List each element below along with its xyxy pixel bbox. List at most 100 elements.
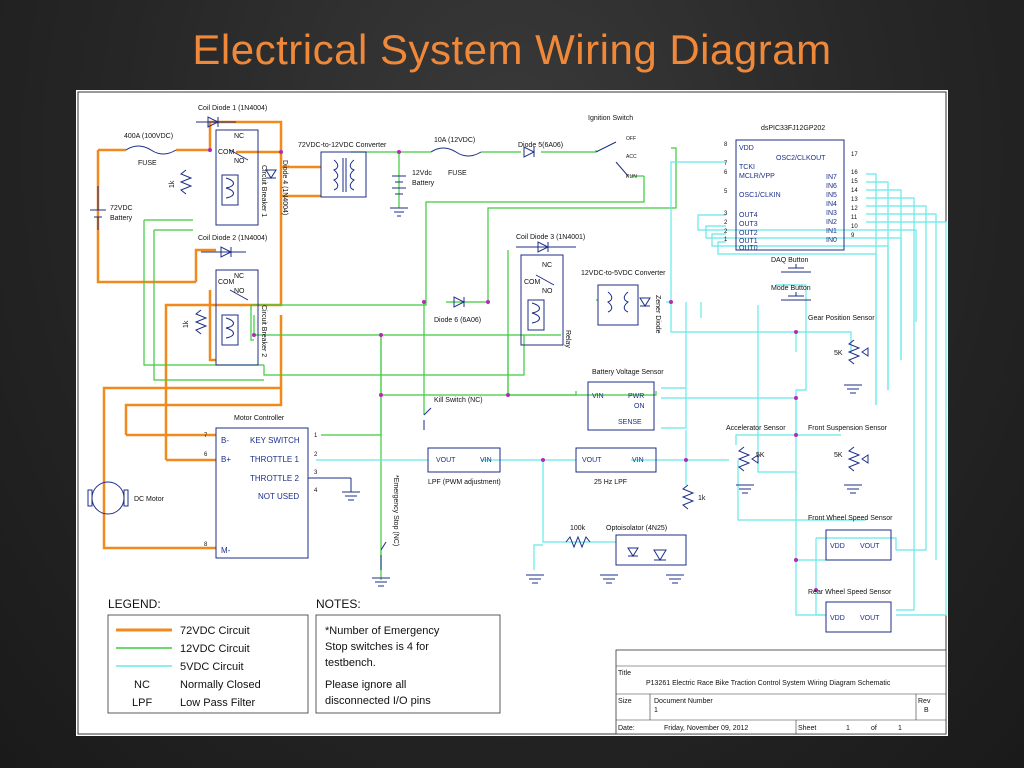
mc-pin-num-mminus: 8	[204, 542, 208, 548]
mode-button-label: Mode Button	[771, 285, 811, 292]
mc-pin-num-throttle1: 2	[314, 452, 318, 458]
fuse-10a-word: FUSE	[448, 170, 467, 177]
relay2-nc: NC	[234, 273, 244, 280]
fuse-400a-label: 400A (100VDC)	[124, 133, 173, 140]
mcu-pin-labels: VDD TCKI MCLR/VPP OSC1/CLKIN OUT4 OUT3 O…	[739, 145, 837, 252]
accelerator-sensor-label: Accelerator Sensor	[726, 425, 786, 432]
optoisolator-label: Optoisolator (4N25)	[606, 525, 667, 532]
tb-date-label: Date:	[618, 725, 635, 732]
mcu-pin-out0: OUT0	[739, 245, 758, 252]
mcu-pin-in0: IN0	[826, 237, 837, 244]
mcu-pin-num-out4: 3	[724, 211, 728, 217]
relay1-nc: NC	[234, 133, 244, 140]
schematic-sheet: Coil Diode 1 (1N4004) Coil Diode 2 (1N40…	[76, 90, 948, 736]
mc-pin-throttle1: THROTTLE 1	[250, 455, 299, 464]
relay2-1k-label: 1k	[183, 320, 190, 328]
tb-size-label: Size	[618, 698, 632, 705]
battery-72v-label: 72VDC	[110, 205, 133, 212]
legend: LEGEND: NC LPF 72VDC Circuit 12VDC Circu…	[107, 597, 309, 714]
mcu-pin-in5: IN5	[826, 192, 837, 199]
mcu-pin-numbers: 8 7 6 5 3 2 2 1 17 16 15 14 13 12 11 10 …	[724, 142, 858, 243]
notes-line-1: *Number of Emergency	[325, 625, 440, 637]
diode-4-label: Diode 4 (1N4004)	[281, 160, 288, 215]
mc-pin-num-throttle2: 3	[314, 470, 318, 476]
mc-pin-throttle2: THROTTLE 2	[250, 474, 299, 483]
rear-wheel-vout: VOUT	[860, 615, 880, 622]
diode-6-label: Diode 6 (6A06)	[434, 317, 481, 324]
rear-wheel-vdd: VDD	[830, 615, 845, 622]
mcu-pin-num-mclr: 6	[724, 170, 728, 176]
coil-diode-2-label: Coil Diode 2 (1N4004)	[198, 235, 267, 242]
bvs-pin-on: ON	[634, 403, 645, 410]
mc-pin-num-bplus: 6	[204, 452, 208, 458]
battery-sensor-pins: VIN PWR ON SENSE VOUT VIN VOUT VIN VDD V…	[436, 393, 880, 622]
coil-diode-3-label: Coil Diode 3 (1N4001)	[516, 234, 585, 241]
mc-pin-num-bminus: 7	[204, 433, 208, 439]
tb-date: Friday, November 09, 2012	[664, 725, 748, 732]
mcu-pin-num-in1: 10	[851, 224, 858, 230]
bvs-pin-sense: SENSE	[618, 419, 642, 426]
mcu-pin-num-tcki: 7	[724, 161, 728, 167]
lpf-pwm-vout: VOUT	[436, 457, 456, 464]
mcu-pin-vdd: VDD	[739, 145, 754, 152]
notes: NOTES: *Number of Emergency Stop switche…	[315, 597, 501, 714]
mc-pin-bminus: B-	[221, 436, 229, 445]
ignition-off: OFF	[626, 136, 636, 142]
mcu-pin-num-osc2: 17	[851, 152, 858, 158]
battery-12v-label: 12Vdc	[412, 170, 432, 177]
mc-pin-bplus: B+	[221, 455, 231, 464]
mc-pin-notused: NOT USED	[258, 492, 299, 501]
tb-docnum-label: Document Number	[654, 698, 713, 705]
legend-text-5v: 5VDC Circuit	[180, 661, 244, 673]
tb-of-label: of	[871, 725, 877, 732]
mcu-pin-num-osc1: 5	[724, 189, 728, 195]
mcu-label: dsPIC33FJ12GP202	[761, 125, 825, 132]
tb-rev-label: Rev	[918, 698, 931, 705]
legend-text-12v: 12VDC Circuit	[180, 643, 250, 655]
diode-5-label: Diode 5(6A06)	[518, 142, 563, 149]
relay3-no: NO	[542, 288, 553, 295]
coil-diode-1-label: Coil Diode 1 (1N4004)	[198, 105, 267, 112]
slide-title: Electrical System Wiring Diagram	[192, 26, 832, 73]
lpf-25-vout: VOUT	[582, 457, 602, 464]
relay3-com: COM	[524, 279, 541, 286]
mcu-pin-out1: OUT1	[739, 238, 758, 245]
mcu-pin-in7: IN7	[826, 174, 837, 181]
legend-sym-nc: NC	[134, 679, 150, 691]
wires-72v	[96, 120, 321, 550]
r-100k-label: 100k	[570, 525, 586, 532]
mcu-pin-num-in2: 11	[851, 215, 858, 221]
mcu-pin-num-in3: 12	[851, 206, 858, 212]
relay3-nc: NC	[542, 262, 552, 269]
motor-controller-pins: B- B+ M- KEY SWITCH THROTTLE 1 THROTTLE …	[221, 436, 300, 555]
notes-line-5: disconnected I/O pins	[325, 695, 431, 707]
front-suspension-label: Front Suspension Sensor	[808, 425, 888, 432]
front-wheel-sensor-label: Front Wheel Speed Sensor	[808, 515, 893, 522]
mcu-pin-num-in0: 9	[851, 233, 855, 239]
legend-text-nc: Normally Closed	[180, 679, 261, 691]
zener-label: Zener Diode	[654, 295, 661, 334]
mcu-pin-in3: IN3	[826, 210, 837, 217]
legend-title: LEGEND:	[108, 597, 161, 611]
relay1-com: COM	[218, 149, 235, 156]
fuse-400a-word: FUSE	[138, 160, 157, 167]
tb-docnum: 1	[654, 707, 658, 714]
notes-line-3: testbench.	[325, 657, 376, 669]
mcu-pin-num-in6: 15	[851, 179, 858, 185]
converter-72-12-label: 72VDC-to-12VDC Converter	[298, 142, 387, 149]
mcu-pin-num-in4: 13	[851, 197, 858, 203]
tb-title-label: Title	[618, 670, 631, 677]
mcu-pin-in4: IN4	[826, 201, 837, 208]
mcu-pin-tcki: TCKI	[739, 164, 755, 171]
legend-sym-lpf: LPF	[132, 697, 152, 709]
converter-12-5-label: 12VDC-to-5VDC Converter	[581, 270, 666, 277]
mcu-pin-num-vdd: 8	[724, 142, 728, 148]
tb-title: P13261 Electric Race Bike Traction Contr…	[646, 680, 891, 687]
kill-switch-label: Kill Switch (NC)	[434, 397, 483, 404]
lpf-pwm-label: LPF (PWM adjustment)	[428, 479, 501, 486]
wires-12v	[143, 147, 677, 580]
mcu-pin-mclr: MCLR/VPP	[739, 173, 775, 180]
wiring-schematic: Coil Diode 1 (1N4004) Coil Diode 2 (1N40…	[77, 91, 947, 735]
ignition-acc: ACC	[626, 154, 637, 160]
lpf-25hz-label: 25 Hz LPF	[594, 479, 627, 486]
